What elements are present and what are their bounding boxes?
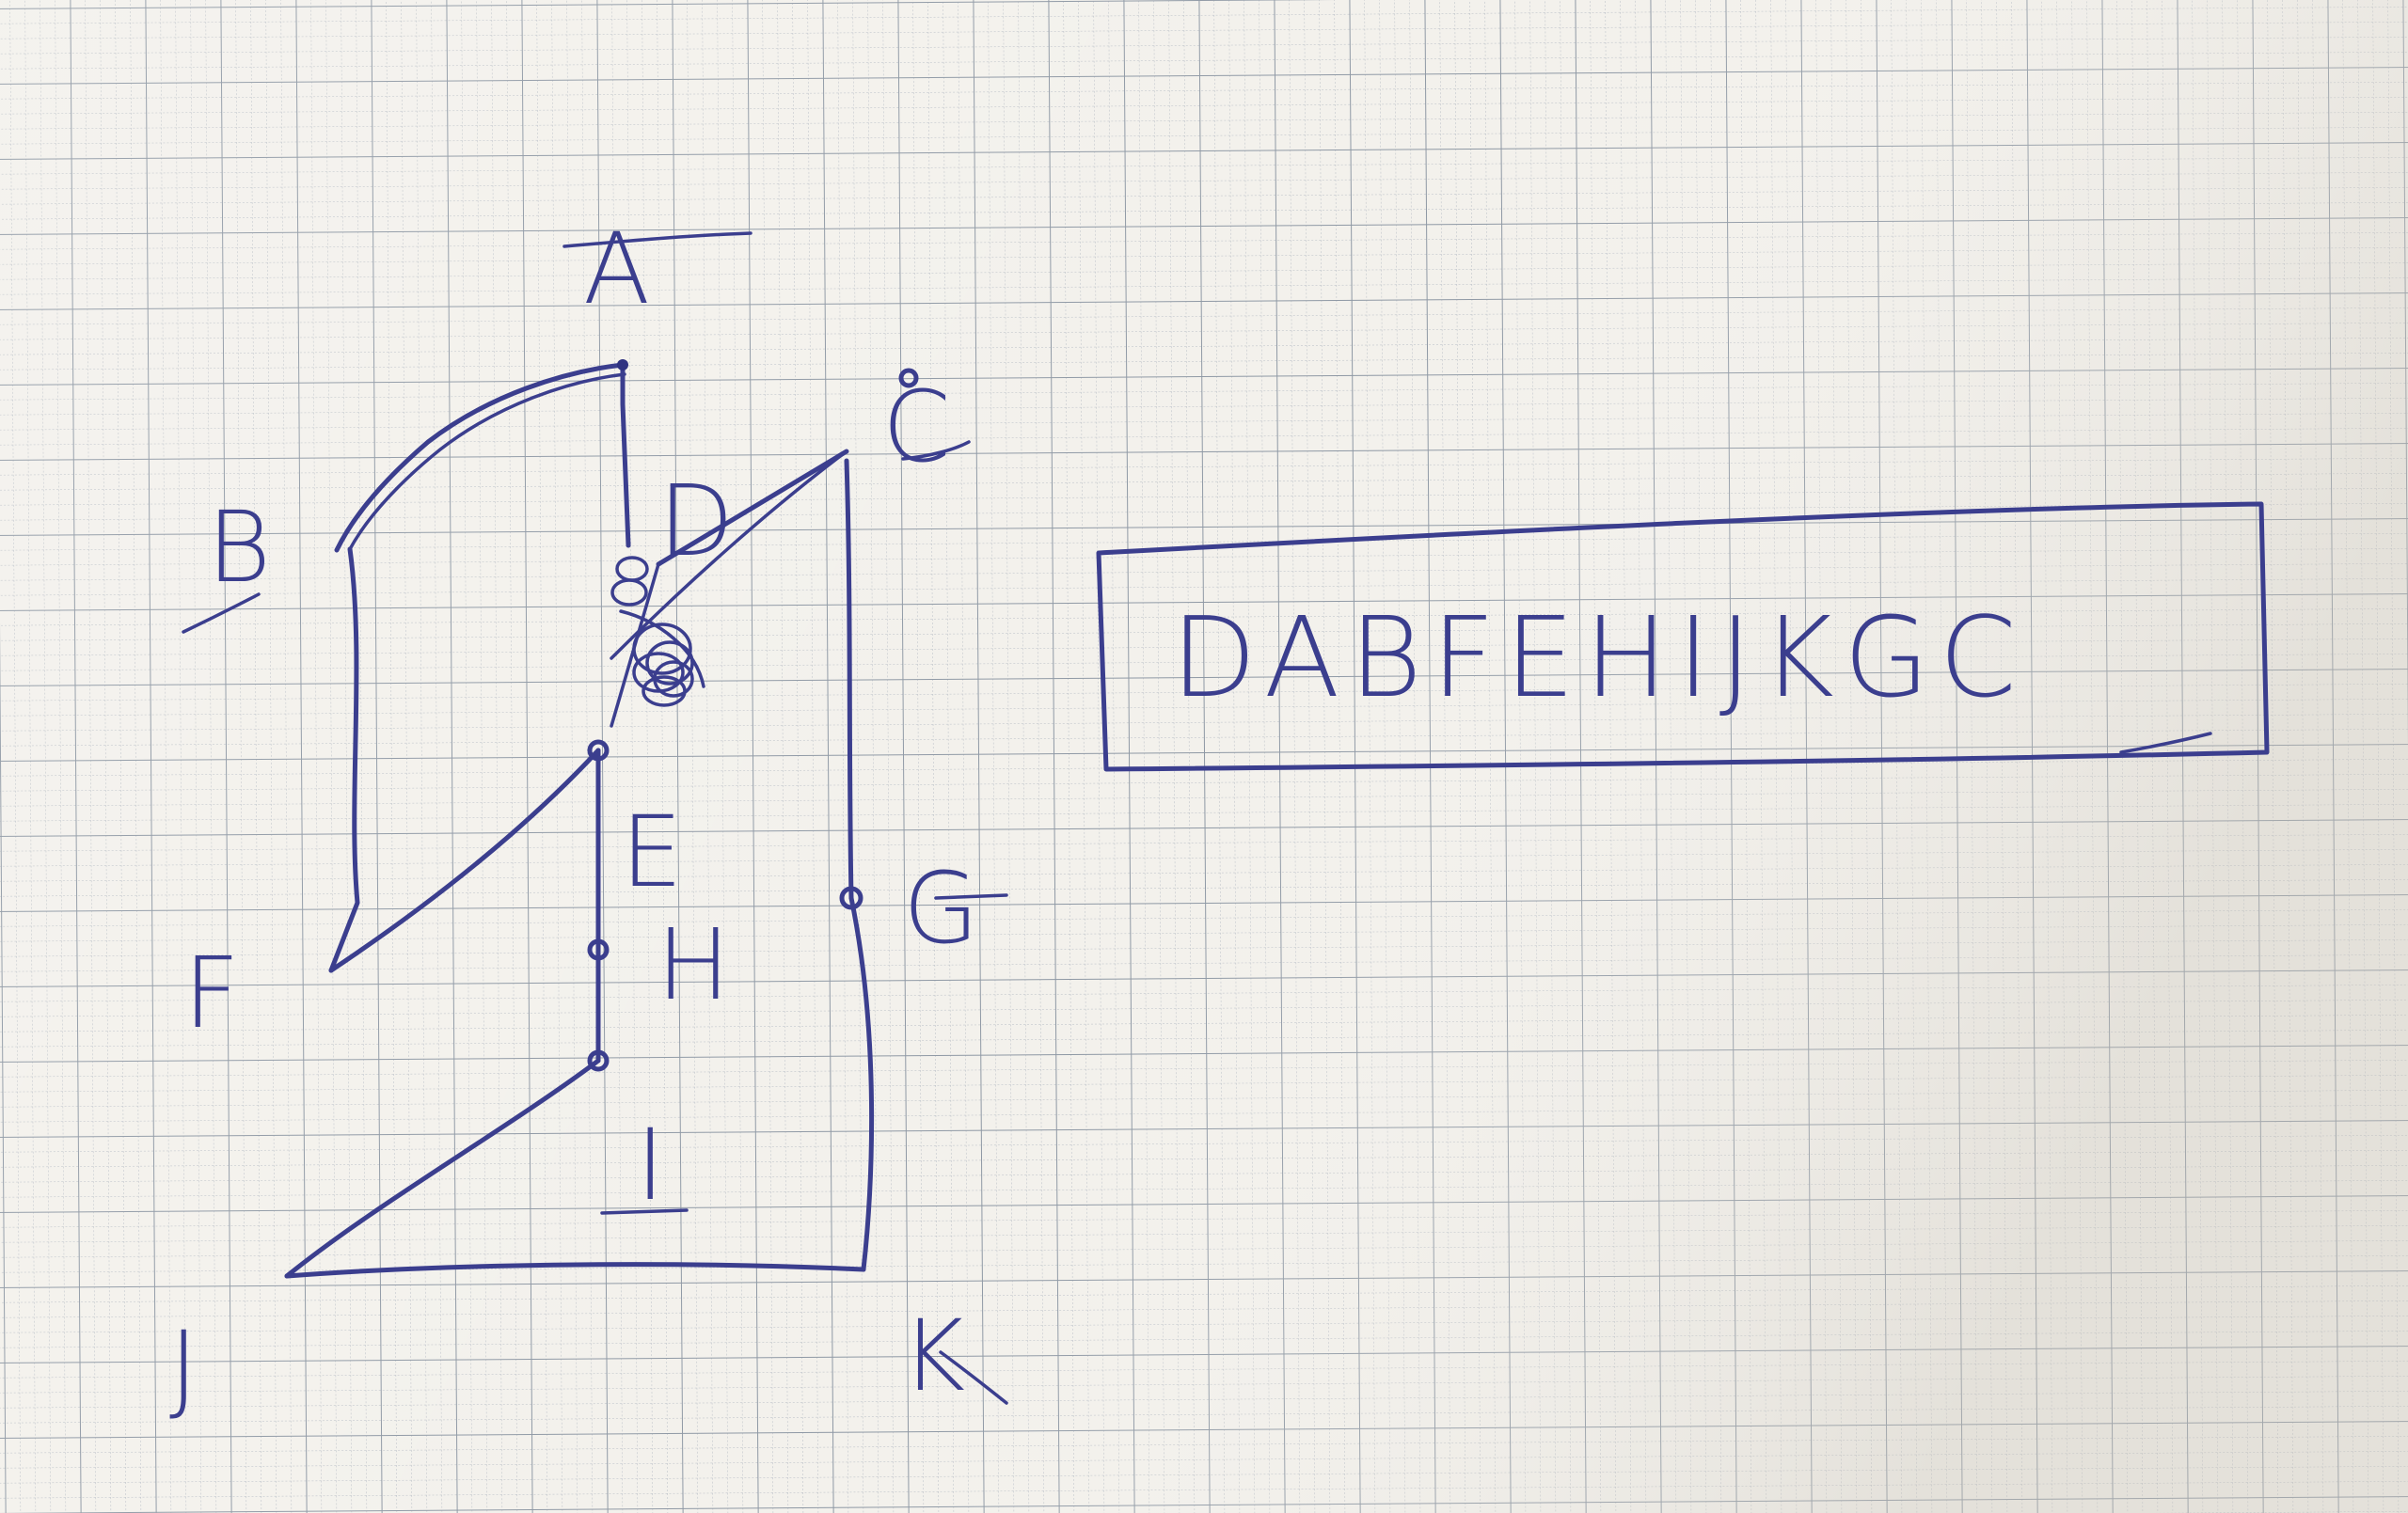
label-a: A (583, 212, 650, 326)
label-i-underline (600, 1208, 689, 1215)
node-c-dot (898, 368, 919, 388)
node-g-dot (839, 886, 863, 910)
label-h: H (657, 907, 730, 1022)
label-d: D (658, 464, 734, 578)
edge-a-d (620, 362, 631, 548)
label-c-tail (901, 440, 971, 461)
label-b-underline (182, 592, 261, 634)
node-h-dot (587, 938, 610, 961)
answer-box: DABFEHIJKGC (1096, 501, 2270, 772)
node-markers (587, 359, 919, 1072)
edge-a-b-double (348, 372, 626, 551)
node-d-scribble (610, 556, 705, 707)
edge-b-f (328, 546, 360, 973)
node-e-dot (587, 739, 610, 762)
label-g: G (903, 851, 979, 966)
answer-box-extra-line (2119, 732, 2212, 754)
edge-a-b (334, 362, 626, 553)
edge-k-g (848, 895, 875, 1272)
node-i-dot (587, 1049, 610, 1072)
label-e: E (621, 795, 683, 909)
label-k: K (901, 1299, 965, 1413)
label-g-tail (934, 893, 1008, 900)
edge-j-k (284, 1262, 866, 1279)
label-f: F (183, 936, 240, 1050)
edge-c-d (656, 449, 849, 567)
label-j: J (169, 1310, 198, 1425)
edge-g-c (844, 458, 854, 901)
label-b: B (207, 490, 271, 605)
point-labels: A B C D E F G H I J K (169, 212, 1008, 1425)
label-k-tail (939, 1350, 1008, 1405)
edge-i-j (284, 1058, 601, 1279)
label-c: C (882, 370, 951, 484)
label-i: I (636, 1108, 665, 1222)
network-drawing (284, 362, 875, 1279)
answer-sequence: DABFEHIJKGC (1171, 592, 2026, 722)
edge-f-e (328, 748, 601, 973)
node-a-dot (617, 359, 628, 370)
answer-box-border (1096, 501, 2270, 772)
label-a-star-stroke (562, 231, 752, 248)
edge-c-e-diagonal (610, 449, 848, 660)
